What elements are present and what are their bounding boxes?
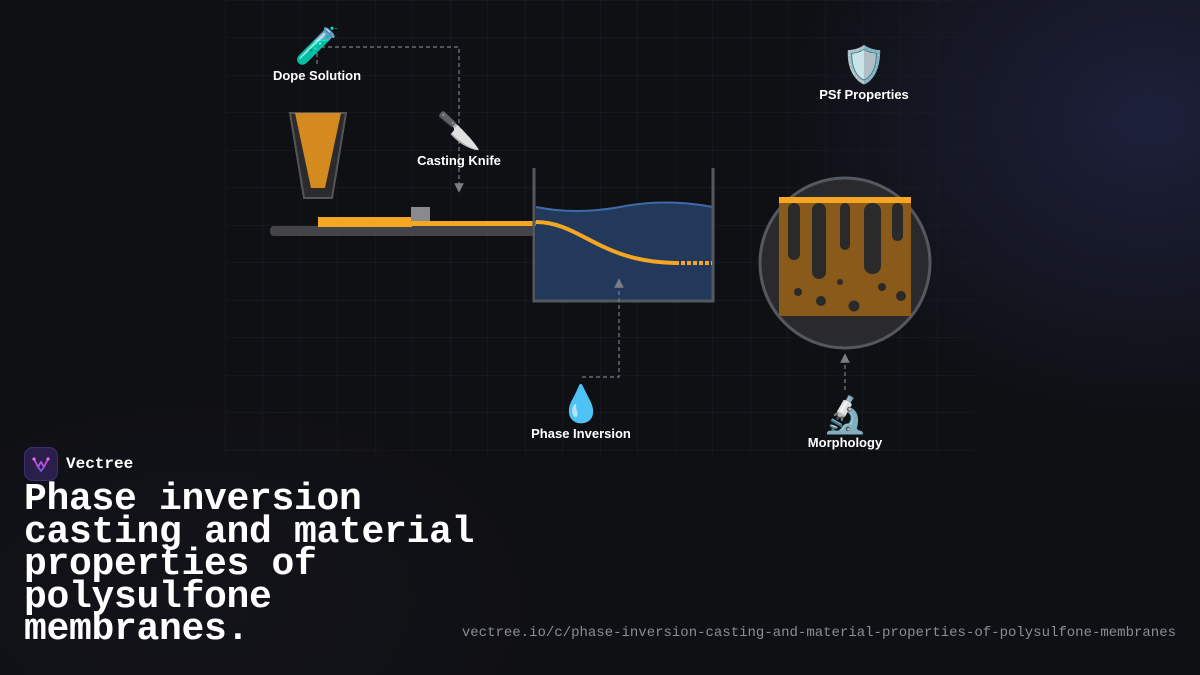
water-drop-icon: 💧 xyxy=(559,383,604,425)
label-phase-inversion: Phase Inversion xyxy=(531,426,631,441)
shield-icon: 🛡️ xyxy=(842,44,887,86)
membrane-film-curve xyxy=(535,220,676,265)
casting-knife-blade xyxy=(411,207,430,222)
label-dope-solution: Dope Solution xyxy=(273,68,361,83)
vectree-logo-icon xyxy=(24,447,58,481)
connector-dope-to-knife xyxy=(316,46,464,193)
label-psf-properties: PSf Properties xyxy=(819,87,909,102)
label-casting-knife: Casting Knife xyxy=(417,153,501,168)
dope-film-thick xyxy=(318,217,412,227)
microscope-icon: 🔬 xyxy=(823,393,868,436)
brand[interactable]: Vectree xyxy=(24,447,133,481)
casting-bed xyxy=(270,226,535,236)
dope-film-thin xyxy=(411,221,536,226)
coagulation-bath xyxy=(532,168,715,303)
label-morphology: Morphology xyxy=(808,435,883,450)
dope-hopper xyxy=(288,112,348,199)
brand-name: Vectree xyxy=(66,455,134,473)
connector-phase-inversion-to-bath xyxy=(582,278,624,378)
morphology-magnifier xyxy=(758,176,932,350)
page-url[interactable]: vectree.io/c/phase-inversion-casting-and… xyxy=(461,625,1176,641)
test-tube-icon: 🧪 xyxy=(295,26,340,67)
knife-icon: 🔪 xyxy=(437,110,482,152)
page-title: Phase inversion casting and material pro… xyxy=(24,478,475,651)
